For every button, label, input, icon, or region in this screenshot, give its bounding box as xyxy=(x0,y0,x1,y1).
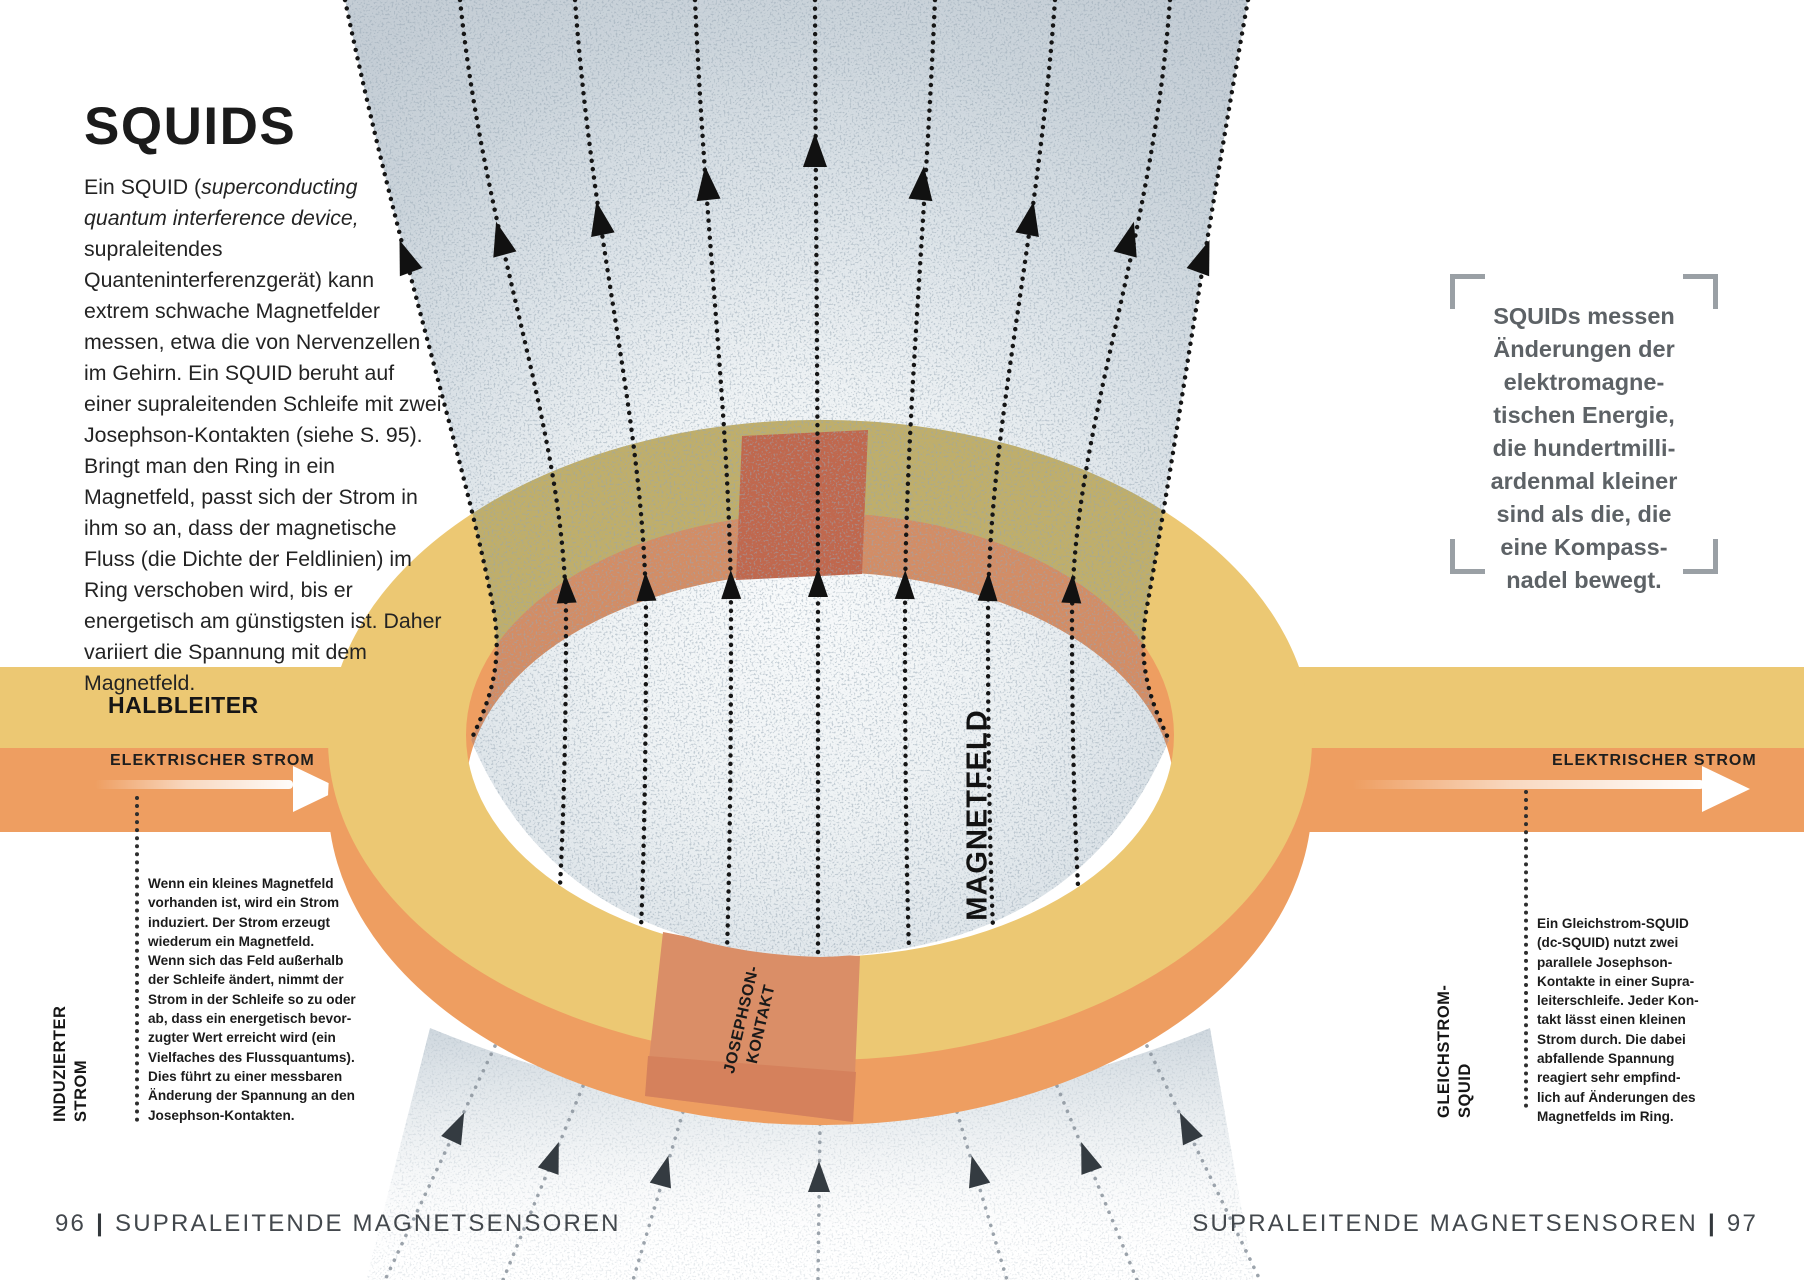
field-arrows-below-ring xyxy=(441,1112,1203,1192)
intro-text-post: supraleitendes Quanteninterferenzgerät) … xyxy=(84,237,442,695)
quote-corner-top-right-icon xyxy=(1683,274,1718,309)
footer-right: SUPRALEITENDE MAGNETSENSOREN | 97 xyxy=(1192,1210,1758,1238)
footer-left-separator: | xyxy=(96,1210,106,1237)
ring-yellow-top xyxy=(327,419,1312,1061)
footer-left: 96 | SUPRALEITENDE MAGNETSENSOREN xyxy=(55,1210,621,1238)
halbleiter-strips xyxy=(0,667,1804,832)
josephson-contact-front-wall xyxy=(645,1056,856,1122)
dc-squid-note: Ein Gleichstrom-SQUID (dc-SQUID) nutzt z… xyxy=(1537,916,1699,1124)
pull-quote-box: SQUIDs messen Änderungen der elektromagn… xyxy=(1450,274,1718,593)
footer-right-page-number: 97 xyxy=(1726,1210,1758,1237)
right-dotted-connector-line xyxy=(1524,790,1528,1108)
quote-corner-bottom-right-icon xyxy=(1683,539,1718,574)
pull-quote-text: SQUIDs messen Änderungen der elektromagn… xyxy=(1490,303,1678,593)
magnetfeld-label: MAGNETFELD xyxy=(961,709,994,921)
quote-corner-top-left-icon xyxy=(1450,274,1485,309)
intro-text-pre: Ein SQUID ( xyxy=(84,175,202,199)
quote-corner-bottom-left-icon xyxy=(1450,539,1485,574)
field-arrows-waist xyxy=(556,568,1082,604)
elektrischer-strom-label-left: ELEKTRISCHER STROM xyxy=(110,752,315,769)
footer-left-page-number: 96 xyxy=(55,1210,87,1237)
intro-paragraph: Ein SQUID (superconducting quantum inter… xyxy=(84,172,442,699)
intro-text-italic: superconducting quantum interference dev… xyxy=(84,175,359,230)
field-arrows-top xyxy=(399,133,1210,277)
induzierter-strom-label: INDUZIERTER STROM xyxy=(51,1005,90,1122)
left-dotted-connector-line xyxy=(135,796,139,1122)
gleichstrom-squid-label: GLEICHSTROM- SQUID xyxy=(1435,984,1474,1118)
induced-current-note: Wenn ein kleines Magnetfeld vorhanden is… xyxy=(148,876,356,1123)
halbleiter-label: HALBLEITER xyxy=(108,692,259,718)
footer-right-separator: | xyxy=(1707,1210,1717,1237)
current-arrow-right xyxy=(1352,766,1750,812)
elektrischer-strom-label-right: ELEKTRISCHER STROM xyxy=(1552,752,1757,769)
field-lines-below-ring xyxy=(383,1044,1262,1280)
footer-right-chapter: SUPRALEITENDE MAGNETSENSOREN xyxy=(1192,1210,1698,1237)
field-speckle-texture xyxy=(345,0,1248,957)
page-title: SQUIDS xyxy=(84,97,297,156)
footer-left-chapter: SUPRALEITENDE MAGNETSENSOREN xyxy=(115,1210,621,1237)
current-arrow-left xyxy=(95,766,341,812)
